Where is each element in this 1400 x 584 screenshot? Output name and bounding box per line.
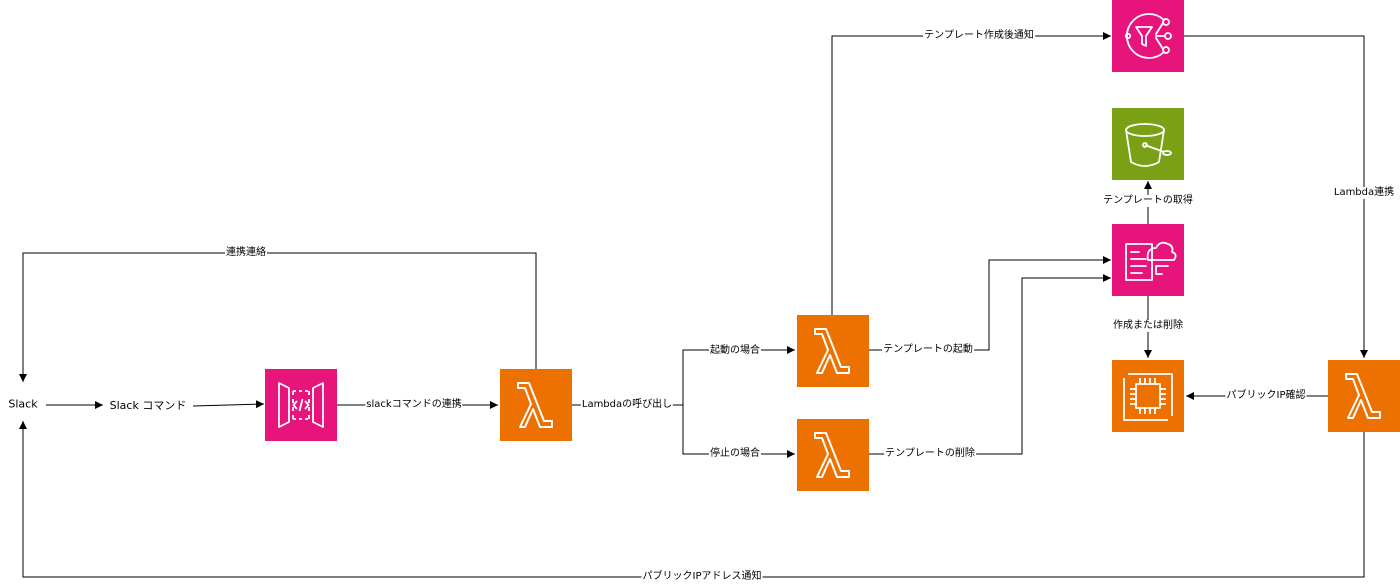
slack-command-node: Slack コマンド [109,399,187,412]
lambda-icon [797,315,869,387]
edge-label-public-ip-kakunin: パブリックIP確認 [1225,390,1307,402]
edge-label-kidou-no-baai: 起動の場合 [709,345,761,357]
edge-sns-to-lambda4 [1183,35,1368,358]
edge-label-slack-command-renkei: slackコマンドの連携 [365,399,463,411]
cloudformation-icon [1112,224,1184,296]
api-gateway-icon [265,369,337,441]
edge-label-template-kidou: テンプレートの起動 [882,344,974,356]
edge-label-teishi-no-baai: 停止の場合 [709,448,761,460]
edge-command-to-apigw [192,400,265,409]
edge-start-to-cfn [868,256,1111,351]
edge-label-sakusei-sakujo: 作成または削除 [1112,320,1184,332]
edge-lambda4-to-slack [19,421,1365,578]
edge-label-lambda-yobidashi: Lambdaの呼び出し [580,399,674,411]
ec2-icon [1112,360,1184,432]
edge-lambda1-to-slack [19,252,537,382]
lambda-icon [1328,360,1400,432]
edge-to-start-lambda [682,346,795,405]
edge-label-template-notify: テンプレート作成後通知 [923,30,1035,42]
edge-to-stop-lambda [682,405,795,458]
edge-label-lambda-renkei: Lambda連携 [1332,187,1396,199]
sns-icon [1112,0,1184,72]
slack-node: Slack [8,397,38,411]
lambda-icon [797,419,869,491]
lambda-icon [500,369,572,441]
edge-label-public-ip-tsuchi: パブリックIPアドレス通知 [641,571,763,583]
s3-icon [1112,108,1184,180]
edge-label-template-sakujo: テンプレートの削除 [884,448,976,460]
edge-start-to-sns [831,32,1111,315]
edge-label-renkei-renraku: 連携連絡 [225,247,267,259]
edge-label-template-shutoku: テンプレートの取得 [1102,195,1194,207]
